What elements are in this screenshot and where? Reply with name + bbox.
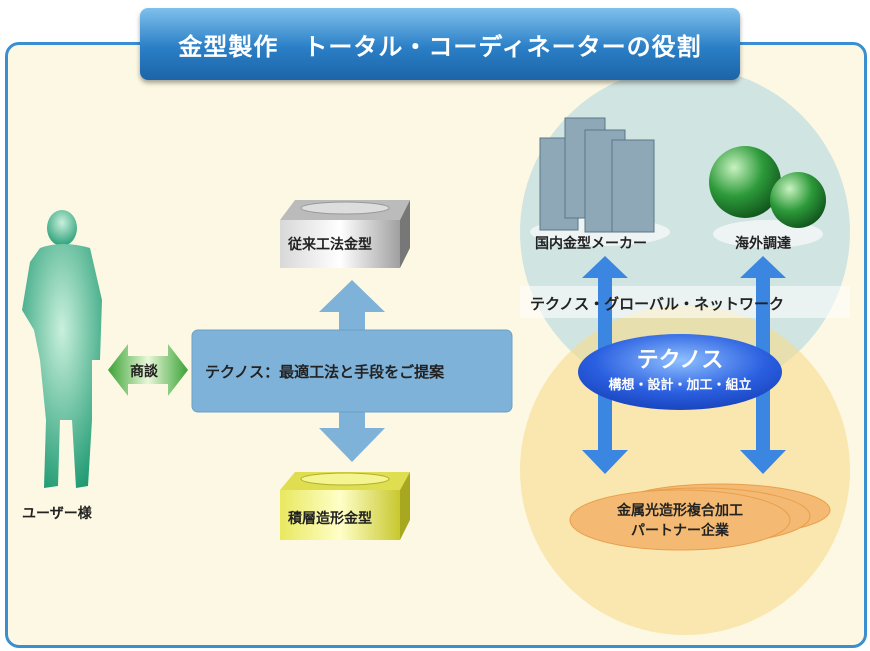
conventional-mold-label: 従来工法金型	[288, 237, 372, 253]
down-arrow-icon	[319, 410, 385, 462]
partner-ellipses	[569, 483, 831, 551]
up-arrow-icon	[319, 280, 385, 332]
partner-label-line2: パートナー企業	[631, 523, 729, 539]
overseas-label: 海外調達	[735, 236, 791, 252]
partner-label-line1: 金属光造形複合加工	[617, 503, 743, 519]
technos-ellipse	[578, 334, 782, 410]
user-label: ユーザー様	[22, 506, 92, 522]
technos-title: テクノス	[636, 348, 724, 373]
network-band-label: テクノス・グローバル・ネットワーク	[530, 295, 784, 313]
globe-icon-small	[770, 172, 826, 228]
additive-mold-label: 積層造形金型	[288, 511, 372, 527]
conventional-mold-icon	[280, 200, 410, 268]
proposal-label: テクノス：最適工法と手段をご提案	[205, 363, 445, 381]
buildings-icon	[530, 117, 670, 246]
proposal-box	[191, 329, 513, 413]
negotiation-arrow-icon	[108, 344, 188, 396]
user-silhouette-icon	[22, 210, 102, 488]
additive-mold-icon	[280, 472, 410, 540]
negotiation-label: 商談	[130, 364, 158, 380]
page-title: 金型製作 トータル・コーディネーターの役割	[140, 8, 740, 80]
domestic-makers-label: 国内金型メーカー	[535, 236, 647, 252]
globe-icon	[709, 146, 781, 218]
technos-subtitle: 構想・設計・加工・組立	[608, 378, 752, 393]
network-band	[520, 286, 850, 318]
